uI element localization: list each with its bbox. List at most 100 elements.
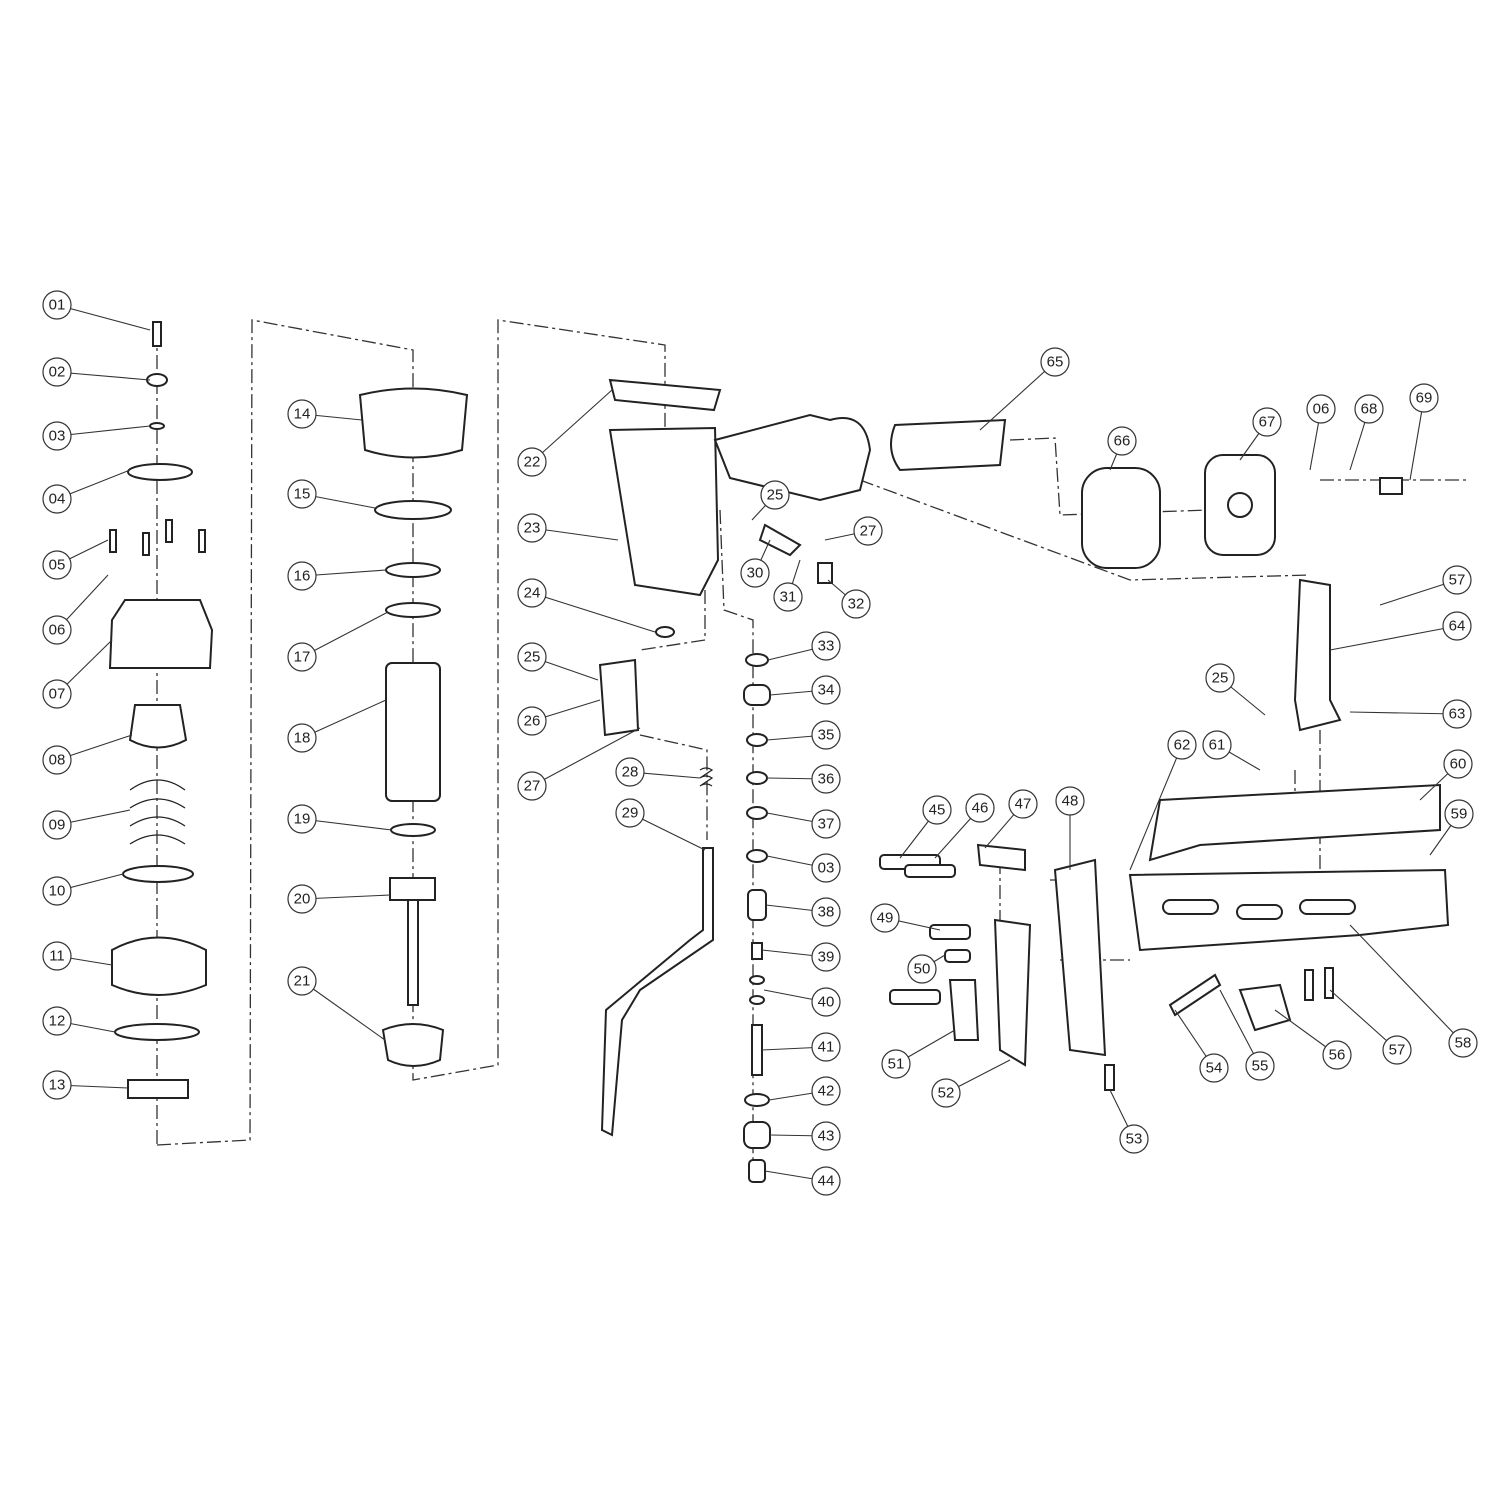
part-callout-25: 25 xyxy=(1205,663,1235,693)
callout-number: 18 xyxy=(294,730,311,747)
part-callout-57: 57 xyxy=(1442,565,1472,595)
part-callout-15: 15 xyxy=(287,479,317,509)
plate-04 xyxy=(127,463,193,481)
callout-circle xyxy=(907,954,937,984)
part-callout-58: 58 xyxy=(1448,1028,1478,1058)
callout-number: 37 xyxy=(818,816,835,833)
valve-08 xyxy=(128,704,188,749)
body-housing-23 xyxy=(608,426,720,597)
screw-53 xyxy=(1104,1064,1115,1091)
part-callout-63: 63 xyxy=(1442,699,1472,729)
callout-circle xyxy=(1442,699,1472,729)
callout-circle xyxy=(1055,786,1085,816)
head-assembly-parts xyxy=(108,321,214,1099)
callout-circle xyxy=(517,771,547,801)
callout-circle xyxy=(922,795,952,825)
callout-number: 09 xyxy=(49,817,66,834)
callout-circle xyxy=(811,853,841,883)
part-callout-38: 38 xyxy=(811,897,841,927)
callout-number: 26 xyxy=(524,713,541,730)
part-callout-67: 67 xyxy=(1252,407,1282,437)
trigger-30 xyxy=(758,523,802,557)
callout-number: 54 xyxy=(1206,1060,1223,1077)
callout-number: 44 xyxy=(818,1173,835,1190)
o-ring-19 xyxy=(390,823,436,837)
callout-circle xyxy=(773,582,803,612)
callout-circle xyxy=(42,941,72,971)
callout-circle xyxy=(42,290,72,320)
callout-circle xyxy=(1443,749,1473,779)
callout-circle xyxy=(841,589,871,619)
callout-number: 57 xyxy=(1389,1042,1406,1059)
part-callout-32: 32 xyxy=(841,589,871,619)
callout-circle xyxy=(811,897,841,927)
callout-circle xyxy=(811,1076,841,1106)
callout-number: 04 xyxy=(49,491,66,508)
part-callout-29: 29 xyxy=(615,798,645,828)
callout-number: 08 xyxy=(49,752,66,769)
callout-number: 03 xyxy=(49,428,66,445)
callout-number: 62 xyxy=(1174,737,1191,754)
part-callout-18: 18 xyxy=(287,723,317,753)
callout-circle xyxy=(853,516,883,546)
callout-number: 31 xyxy=(780,589,797,606)
plate-32 xyxy=(817,562,833,584)
part-callout-36: 36 xyxy=(811,764,841,794)
callout-circle xyxy=(881,1049,911,1079)
callout-circle xyxy=(517,706,547,736)
part-callout-28: 28 xyxy=(615,757,645,787)
callout-number: 49 xyxy=(877,910,894,927)
part-callout-43: 43 xyxy=(811,1121,841,1151)
part-callout-59: 59 xyxy=(1444,799,1474,829)
callout-circle xyxy=(811,1121,841,1151)
cylinder-sleeve-18 xyxy=(385,662,441,802)
o-ring-03 xyxy=(149,422,165,430)
callout-circle xyxy=(1442,565,1472,595)
callout-number: 69 xyxy=(1416,390,1433,407)
callout-number: 24 xyxy=(524,585,541,602)
callout-number: 67 xyxy=(1259,414,1276,431)
callout-number: 56 xyxy=(1329,1047,1346,1064)
leader-line xyxy=(301,980,386,1041)
callout-number: 51 xyxy=(888,1056,905,1073)
part-callout-03: 03 xyxy=(42,421,72,451)
gasket-22 xyxy=(608,378,722,412)
callout-number: 07 xyxy=(49,686,66,703)
callout-number: 53 xyxy=(1126,1131,1143,1148)
part-callout-69: 69 xyxy=(1409,383,1439,413)
leader-line xyxy=(1349,711,1458,715)
part-callout-61: 61 xyxy=(1202,730,1232,760)
part-callout-26: 26 xyxy=(517,706,547,736)
fitting-69 xyxy=(1379,477,1403,495)
callout-number: 40 xyxy=(818,994,835,1011)
callout-circle xyxy=(965,793,995,823)
callout-number: 42 xyxy=(818,1083,835,1100)
part-callout-13: 13 xyxy=(42,1070,72,1100)
callout-number: 06 xyxy=(49,622,66,639)
callout-number: 47 xyxy=(1015,796,1032,813)
cylinder-14 xyxy=(358,387,469,459)
callout-circle xyxy=(1119,1124,1149,1154)
callout-number: 38 xyxy=(818,904,835,921)
leader-line xyxy=(531,727,641,787)
callout-number: 43 xyxy=(818,1128,835,1145)
part-callout-04: 04 xyxy=(42,484,72,514)
part-callout-62: 62 xyxy=(1167,730,1197,760)
part-callout-07: 07 xyxy=(42,679,72,709)
part-callout-50: 50 xyxy=(907,954,937,984)
callout-number: 63 xyxy=(1449,706,1466,723)
handle xyxy=(713,413,872,502)
callout-number: 61 xyxy=(1209,737,1226,754)
part-callout-25: 25 xyxy=(517,642,547,672)
part-callout-34: 34 xyxy=(811,675,841,705)
part-callout-68: 68 xyxy=(1354,394,1384,424)
callout-number: 52 xyxy=(938,1085,955,1102)
callout-number: 11 xyxy=(49,948,65,965)
leader-line xyxy=(301,611,389,658)
leader-line xyxy=(301,894,391,900)
callout-circle xyxy=(42,745,72,775)
callout-number: 19 xyxy=(294,811,311,828)
nose-48 xyxy=(1053,858,1107,1057)
part-callout-24: 24 xyxy=(517,578,547,608)
callout-circle xyxy=(811,1032,841,1062)
